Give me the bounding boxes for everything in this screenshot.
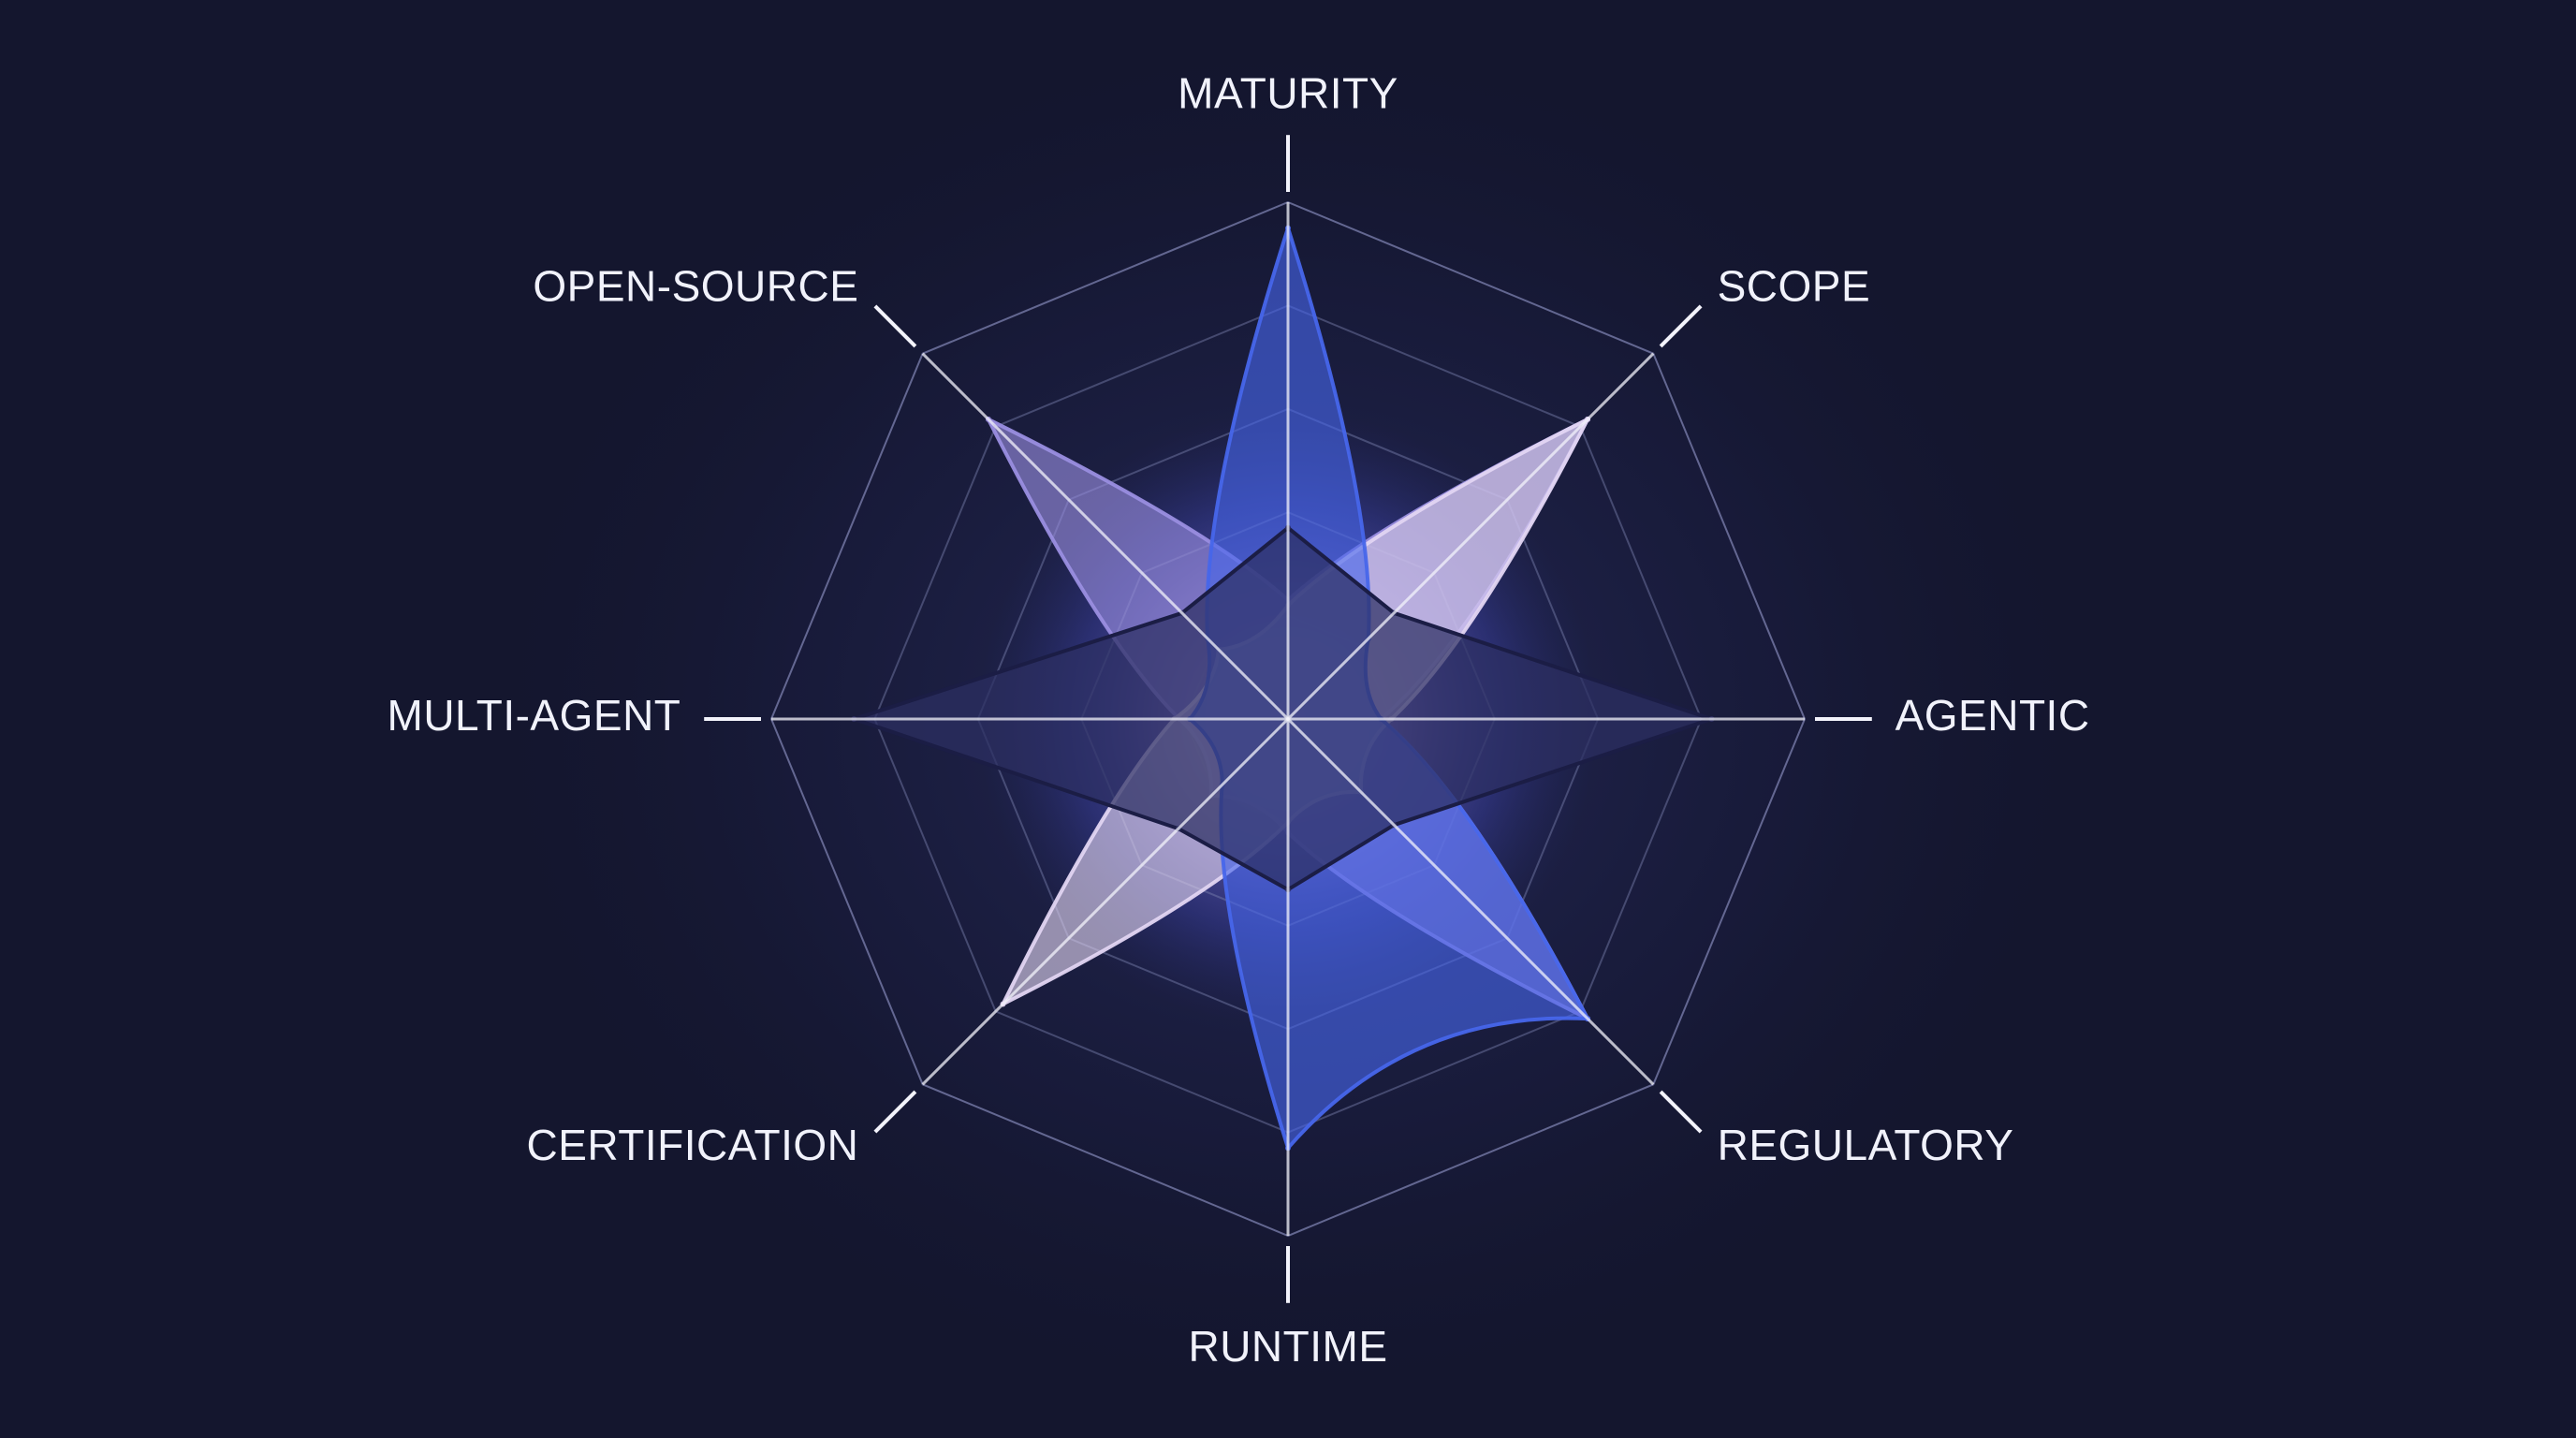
axis-label-regulatory: REGULATORY [1718, 1121, 2014, 1169]
axis-line-4 [1286, 717, 1655, 1086]
axis-label-certification: CERTIFICATION [526, 1121, 858, 1169]
axis-label-scope: SCOPE [1718, 262, 1871, 311]
axis-label-agentic: AGENTIC [1895, 691, 2090, 740]
axis-label-maturity: MATURITY [1178, 68, 1398, 117]
axis-label-runtime: RUNTIME [1188, 1322, 1387, 1371]
axis-line-8 [921, 352, 1290, 721]
axis-tick-4 [1659, 1090, 1703, 1134]
axis-line-2 [1286, 352, 1655, 721]
axis-label-multi-agent: MULTI-AGENT [388, 691, 681, 740]
axis-tick-8 [873, 304, 917, 348]
axis-tick-2 [1659, 304, 1703, 348]
axis-label-open-source: OPEN-SOURCE [533, 262, 858, 311]
axis-line-6 [921, 717, 1290, 1086]
axis-tick-6 [873, 1090, 917, 1134]
